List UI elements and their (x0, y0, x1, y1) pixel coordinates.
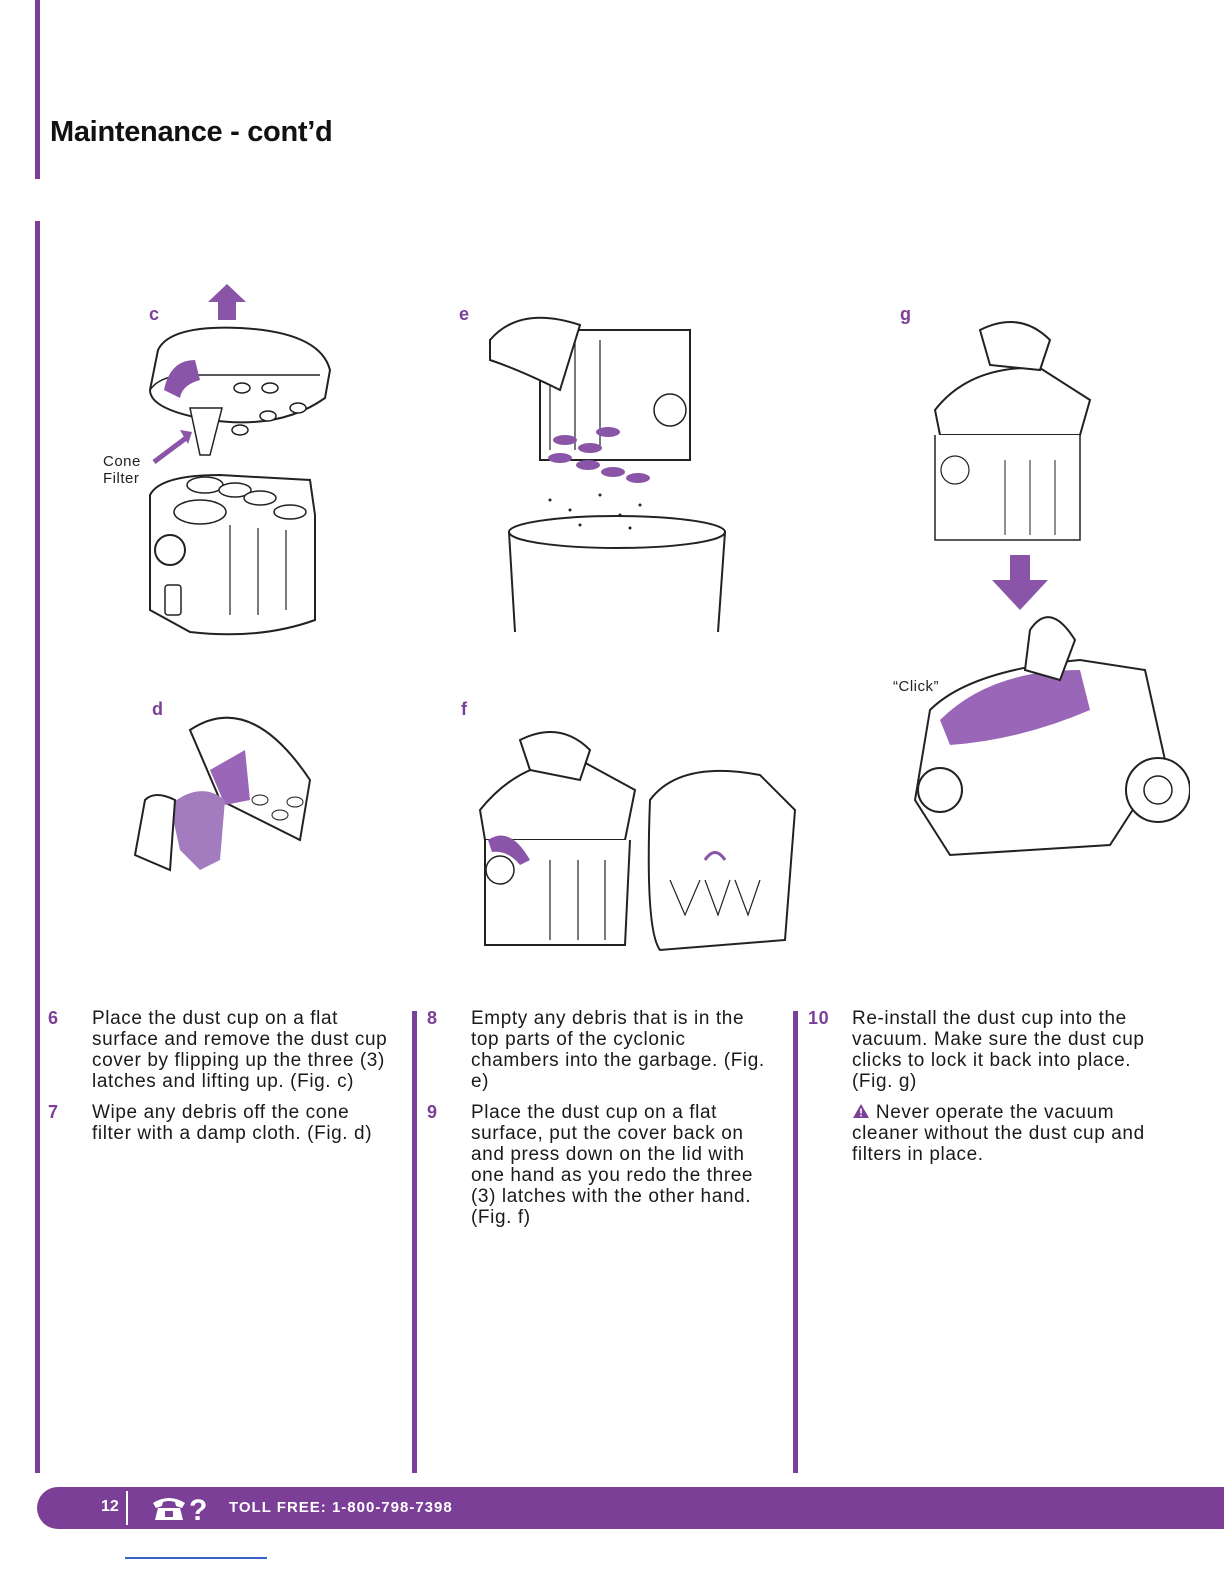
page-title: Maintenance - cont’d (50, 116, 333, 148)
figure-f-label: f (461, 699, 467, 719)
figure-e-label: e (459, 304, 470, 324)
step-7: 7 Wipe any debris off the cone filter wi… (48, 1102, 388, 1144)
step-number: 7 (48, 1102, 59, 1122)
callout-line-1: Cone (103, 453, 141, 470)
instructions-column-2: 8 Empty any debris that is in the top pa… (427, 1008, 767, 1238)
figure-c-label: c (149, 304, 160, 324)
step-text: Place the dust cup on a flat surface, pu… (471, 1102, 754, 1228)
warning-note: Never operate the vacuum cleaner without… (852, 1102, 1158, 1165)
toll-free-number: TOLL FREE: 1-800-798-7398 (229, 1499, 453, 1516)
figure-g-illustration (913, 321, 1190, 857)
svg-text:?: ? (189, 1494, 207, 1523)
footer-divider (126, 1491, 128, 1525)
footer-bar: 12 ? TOLL FREE: 1-800-798-7398 (37, 1487, 1224, 1529)
callout-line-2: Filter (103, 470, 140, 487)
warning-text: Never operate the vacuum cleaner without… (852, 1102, 1145, 1165)
figure-e-illustration (489, 316, 726, 633)
page-number: 12 (101, 1498, 119, 1515)
step-number: 8 (427, 1008, 438, 1028)
header-accent-bar (35, 0, 40, 179)
click-callout: “Click” (893, 678, 939, 695)
figure-c-illustration (148, 284, 332, 636)
step-text: Place the dust cup on a flat surface and… (92, 1008, 388, 1092)
cone-filter-callout: Cone Filter (103, 453, 141, 487)
figure-d-label: d (152, 699, 163, 719)
step-6: 6 Place the dust cup on a flat surface a… (48, 1008, 388, 1092)
phone-question-icon: ? (153, 1494, 207, 1523)
step-9: 9 Place the dust cup on a flat surface, … (427, 1102, 767, 1228)
step-number: 10 (808, 1008, 830, 1028)
step-text: Empty any debris that is in the top part… (471, 1008, 765, 1092)
figure-d-illustration (133, 716, 312, 872)
instructions-column-3: 10 Re-install the dust cup into the vacu… (808, 1008, 1158, 1165)
instructions-column-1: 6 Place the dust cup on a flat surface a… (48, 1008, 388, 1154)
step-10: 10 Re-install the dust cup into the vacu… (808, 1008, 1158, 1092)
step-8: 8 Empty any debris that is in the top pa… (427, 1008, 767, 1092)
warning-triangle-icon (853, 1104, 869, 1118)
step-text: Re-install the dust cup into the vacuum.… (852, 1008, 1145, 1092)
figure-g-label: g (900, 304, 911, 324)
step-text: Wipe any debris off the cone filter with… (92, 1102, 373, 1144)
step-number: 9 (427, 1102, 438, 1122)
column-divider-2 (793, 1011, 798, 1473)
footer-underline (125, 1557, 267, 1559)
step-number: 6 (48, 1008, 59, 1028)
content-accent-bar-left (35, 221, 40, 1473)
figure-f-illustration (478, 731, 797, 952)
column-divider-1 (412, 1011, 417, 1473)
